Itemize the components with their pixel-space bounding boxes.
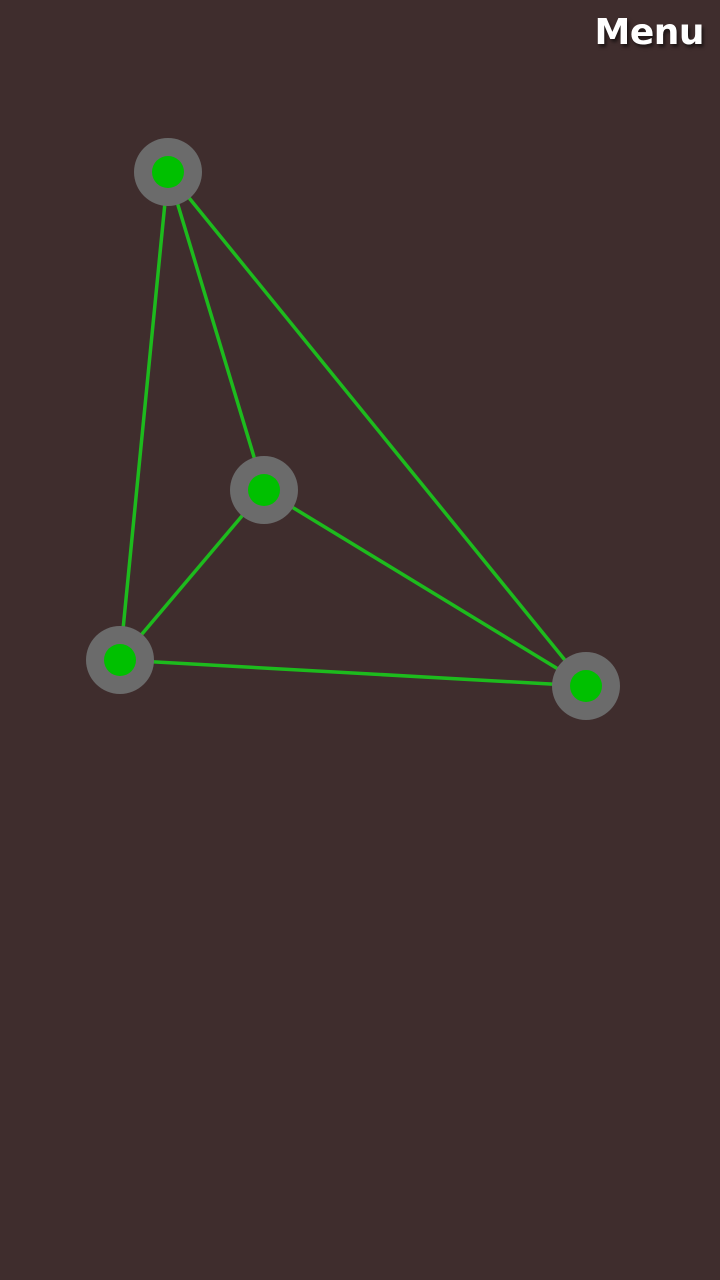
- edge-n1-n4: [166, 170, 588, 688]
- edge-n2-n3: [118, 488, 266, 662]
- edges-layer: [118, 170, 588, 688]
- node-n3[interactable]: [86, 626, 154, 694]
- edge-n1-n2: [166, 170, 266, 492]
- node-core: [570, 670, 602, 702]
- edge-n2-n4: [262, 488, 588, 688]
- node-n4[interactable]: [552, 652, 620, 720]
- node-n1[interactable]: [134, 138, 202, 206]
- node-n2[interactable]: [230, 456, 298, 524]
- edge-n3-n4: [118, 658, 588, 688]
- node-core: [152, 156, 184, 188]
- edge-n1-n3: [118, 170, 170, 662]
- nodes-layer: [86, 138, 620, 720]
- menu-button[interactable]: Menu: [594, 12, 705, 53]
- node-core: [248, 474, 280, 506]
- node-core: [104, 644, 136, 676]
